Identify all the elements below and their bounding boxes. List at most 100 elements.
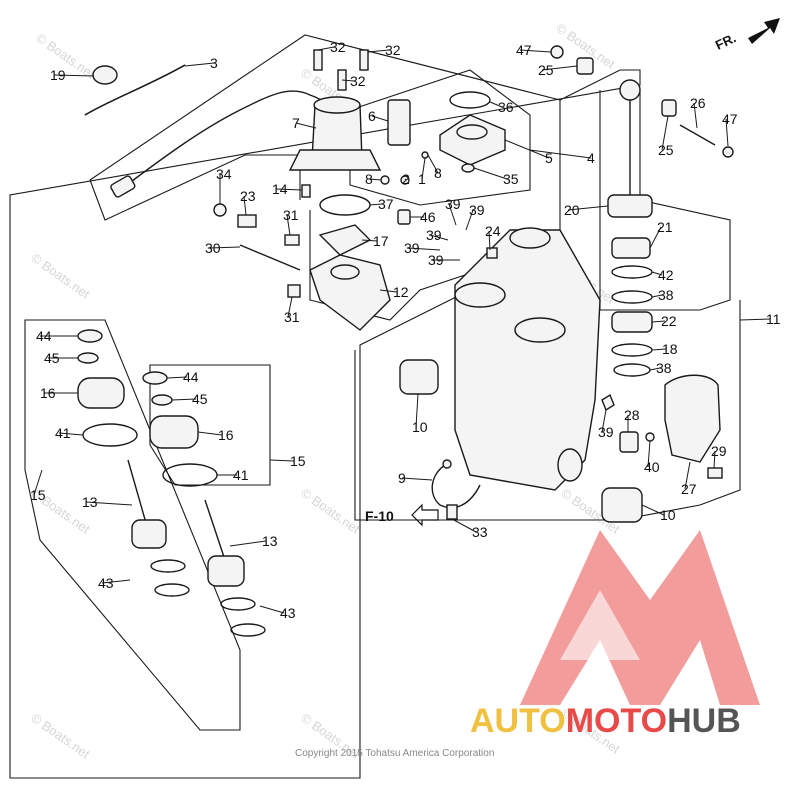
callout-label: 44: [183, 369, 199, 385]
callout-label: 44: [36, 328, 52, 344]
callout-leader: [504, 139, 550, 159]
cover-27: [664, 374, 721, 463]
callout-label: 21: [657, 219, 673, 235]
callout-label: 41: [55, 425, 71, 441]
hose-and-harness: [84, 64, 341, 198]
bolt-31b: [287, 284, 301, 298]
callout-leader: [725, 118, 729, 147]
wire-9: [431, 464, 481, 509]
cap-16b: [149, 415, 199, 449]
callout-label: 9: [398, 470, 406, 486]
callout-label: 19: [50, 67, 66, 83]
callout-label: 10: [412, 419, 428, 435]
callout-label: 47: [516, 42, 532, 58]
callout-label: 39: [598, 424, 614, 440]
callout-leader: [448, 203, 457, 226]
callout-leader: [166, 376, 188, 379]
callout-label: 29: [711, 443, 727, 459]
washer-40: [645, 432, 655, 442]
callout-label: 43: [98, 575, 114, 591]
callout-leader: [171, 398, 197, 401]
callout-leader: [371, 115, 389, 122]
callout-leader: [421, 157, 426, 180]
ground-group: [431, 459, 481, 520]
callout-leader: [401, 477, 433, 481]
callout-leader: [184, 62, 215, 67]
brand-moto: MOTO: [566, 702, 667, 740]
valve-17: [318, 224, 372, 256]
callout-leader: [317, 46, 335, 51]
callout-label: 31: [284, 309, 300, 325]
callout-leader: [259, 605, 285, 614]
callout-label: 14: [272, 181, 288, 197]
rod-20-eye: [619, 79, 641, 101]
callout-leader: [361, 239, 378, 242]
callout-label: 15: [290, 453, 306, 469]
gear-28: [619, 431, 639, 453]
callout-label: 26: [690, 95, 706, 111]
callout-label: 25: [538, 62, 554, 78]
callout-leader: [684, 461, 691, 490]
callout-leader: [101, 579, 131, 584]
watermark-text: © Boats.net: [33, 30, 98, 82]
callout-leader: [489, 101, 503, 108]
part-8a: [380, 175, 390, 185]
callout-leader: [407, 247, 441, 251]
callout-label: 37: [378, 196, 394, 212]
callout-label: 7: [292, 115, 300, 131]
valve-23: [237, 214, 257, 228]
bushing-25a: [661, 99, 677, 117]
brand-logo-mark: [520, 530, 760, 705]
callout-leader: [429, 234, 449, 241]
callout-label: 13: [82, 494, 98, 510]
callout-label: 10: [660, 507, 676, 523]
callout-label: 36: [498, 99, 514, 115]
plug-10a: [399, 359, 439, 395]
callout-leader: [649, 367, 661, 371]
callout-leader: [567, 205, 609, 211]
piston-13a: [131, 519, 167, 549]
callout-leader: [269, 459, 295, 462]
watermark-text: © Boats.net: [28, 710, 93, 762]
wire-9-eye: [442, 459, 452, 469]
callout-label: 11: [766, 311, 781, 327]
callout-label: 38: [656, 360, 672, 376]
callout-leader: [197, 431, 223, 436]
pin-26: [679, 124, 716, 146]
callout-leader: [519, 49, 552, 53]
callout-leader: [541, 65, 578, 71]
oring-41b: [162, 463, 218, 487]
bolt-32b: [359, 49, 369, 71]
callout-label: 12: [393, 284, 409, 300]
oring-38a: [611, 290, 653, 304]
callout-leader: [368, 178, 382, 181]
callout-leader: [651, 294, 663, 298]
callout-leader: [367, 49, 390, 53]
callout-label: 46: [420, 209, 436, 225]
callout-label: 32: [385, 42, 401, 58]
callout-label: 1: [418, 171, 426, 187]
piston-13b: [207, 555, 245, 587]
callout-leader: [85, 501, 133, 506]
callout-leader: [651, 271, 663, 276]
part-1: [421, 151, 429, 159]
callout-leader: [647, 440, 651, 468]
callout-label: 27: [681, 481, 697, 497]
piston-20: [607, 194, 653, 218]
ring-43a: [150, 559, 186, 573]
oring-37: [319, 194, 371, 216]
callout-leader: [275, 188, 303, 191]
part-35: [461, 163, 475, 173]
plug-10b: [601, 487, 643, 523]
brand-logo: [520, 530, 760, 705]
callout-label: 16: [40, 385, 56, 401]
callout-label: 15: [30, 487, 46, 503]
clip-47a: [550, 45, 564, 59]
callout-label: 43: [280, 605, 296, 621]
callout-leader: [601, 409, 607, 433]
connector: [110, 175, 136, 198]
ring-43b: [154, 583, 190, 597]
clip-47b: [722, 146, 734, 158]
callout-label: 5: [545, 150, 553, 166]
callout-label: 35: [503, 171, 519, 187]
